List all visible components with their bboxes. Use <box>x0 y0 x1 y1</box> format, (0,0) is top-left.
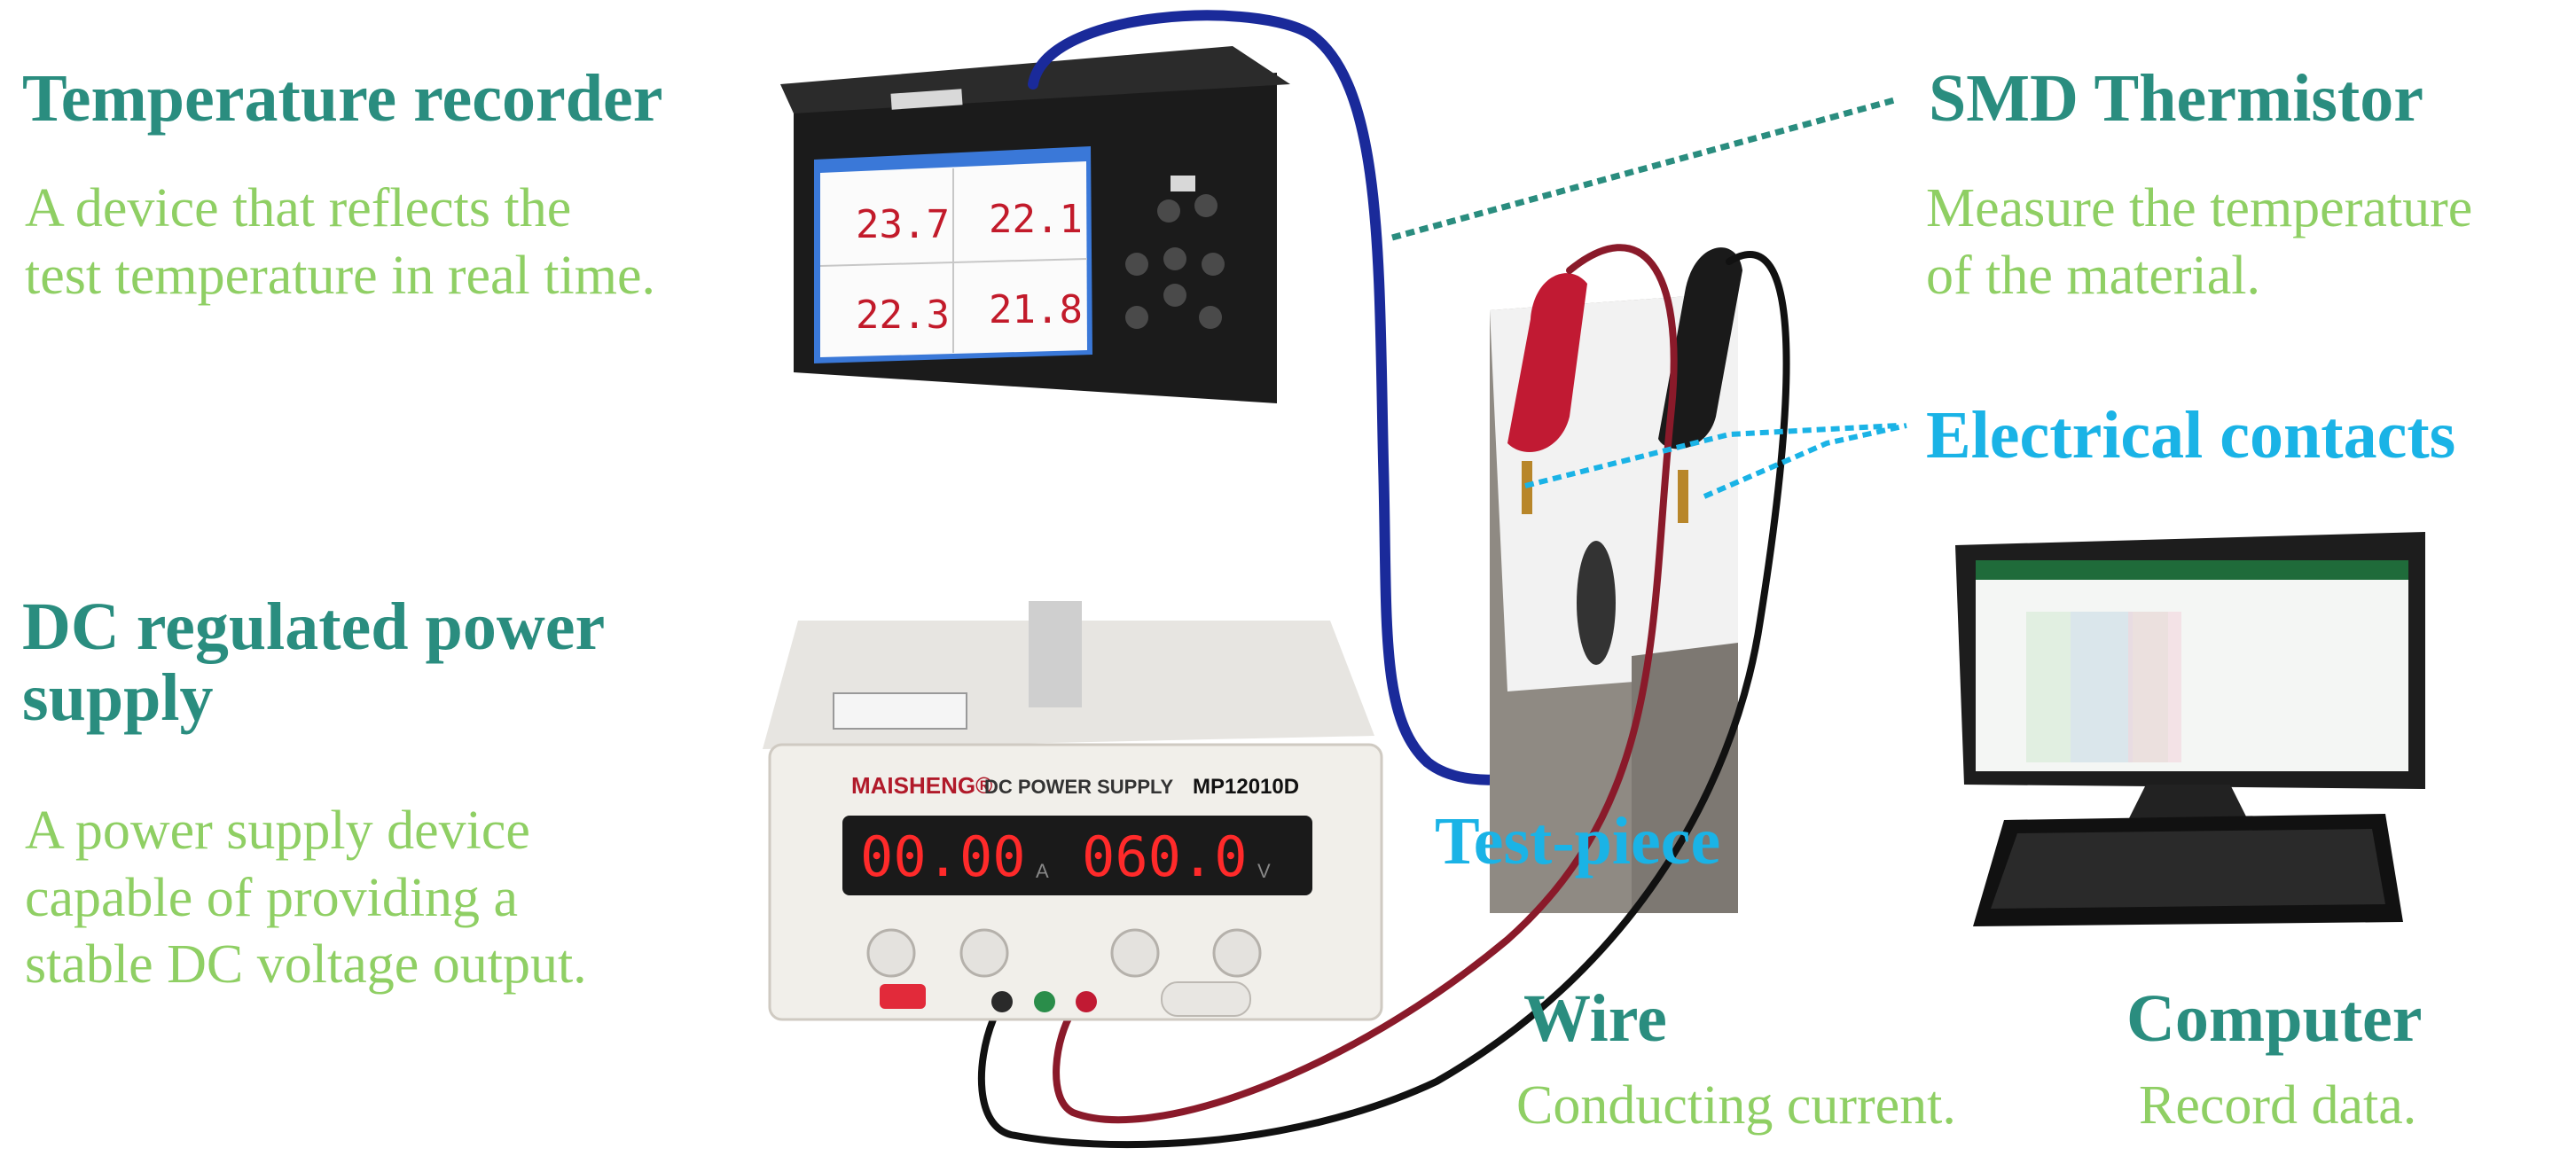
dc-power-supply-device: MAISHENG® DC POWER SUPPLY MP12010D 00.00… <box>763 601 1383 1021</box>
dc-power-supply-desc-line: stable DC voltage output. <box>25 934 587 996</box>
temperature-recorder-description: A device that reflects the test temperat… <box>25 176 655 309</box>
dc-power-supply-description: A power supply device capable of providi… <box>25 798 587 999</box>
dc-power-supply-desc-line: capable of providing a <box>25 867 519 928</box>
smd-thermistor-description: Measure the temperature of the material. <box>1926 176 2472 309</box>
dc-power-supply-title-line: DC regulated power <box>22 590 606 664</box>
electrical-contacts-title: Electrical contacts <box>1926 398 2456 473</box>
psu-current-display: 00.00 <box>860 824 1026 889</box>
recorder-ch3: 22.3 <box>856 293 950 338</box>
red-alligator-clip <box>1507 273 1587 452</box>
thermistor-cable <box>1028 10 1630 785</box>
computer-device <box>1955 532 2425 926</box>
recorder-ch4: 21.8 <box>989 287 1083 332</box>
wire-description: Conducting current. <box>1516 1075 1956 1136</box>
computer-description: Record data. <box>2139 1075 2417 1136</box>
black-alligator-clip <box>1658 247 1742 449</box>
smd-thermistor-desc-line: of the material. <box>1926 245 2260 306</box>
contact-leader-line-2 <box>1703 423 1907 499</box>
thermistor-leader-line <box>1391 96 1899 241</box>
computer-title: Computer <box>2126 981 2423 1056</box>
psu-voltage-display: 060.0 <box>1082 824 1248 889</box>
temperature-recorder-desc-line: test temperature in real time. <box>25 245 655 306</box>
psu-brand: MAISHENG® <box>851 772 992 799</box>
wire-title: Wire <box>1523 981 1667 1056</box>
temperature-recorder-desc-line: A device that reflects the <box>25 178 572 238</box>
recorder-ch2: 22.1 <box>989 197 1083 242</box>
dc-power-supply-desc-line: A power supply device <box>25 801 530 861</box>
temperature-recorder-title: Temperature recorder <box>22 61 663 136</box>
black-wire <box>977 251 1790 1149</box>
psu-current-unit: A <box>1036 860 1049 882</box>
dc-power-supply-title-line: supply <box>22 660 214 735</box>
test-piece-title: Test-piece <box>1435 804 1721 879</box>
smd-thermistor-title: SMD Thermistor <box>1929 61 2423 136</box>
psu-voltage-unit: V <box>1257 860 1271 882</box>
temperature-recorder-device: 23.7 22.1 22.3 21.8 <box>780 46 1290 403</box>
red-wire <box>1053 244 1678 1124</box>
psu-subtitle: DC POWER SUPPLY <box>984 776 1173 798</box>
psu-model: MP12010D <box>1193 775 1299 799</box>
smd-thermistor-desc-line: Measure the temperature <box>1926 178 2473 238</box>
recorder-ch1: 23.7 <box>856 202 950 247</box>
dc-power-supply-title: DC regulated power supply <box>22 590 606 735</box>
